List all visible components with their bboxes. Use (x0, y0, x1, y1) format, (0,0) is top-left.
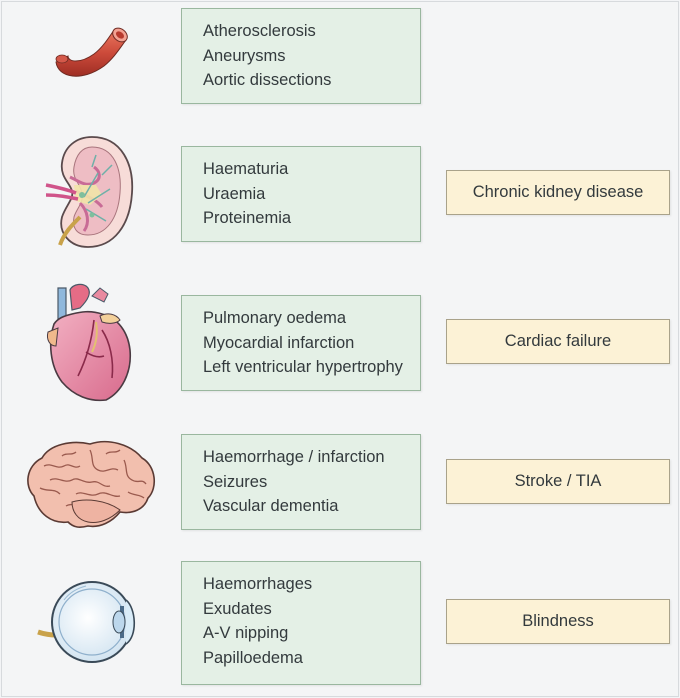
effect-item: Papilloedema (203, 648, 303, 667)
effect-item: Myocardial infarction (203, 333, 355, 352)
effects-box-artery: Atherosclerosis Aneurysms Aortic dissect… (181, 8, 421, 104)
outcome-box-eye: Blindness (446, 599, 670, 644)
effect-item: Haemorrhages (203, 575, 313, 593)
effect-item: Aneurysms (203, 46, 286, 65)
effect-item: Left ventricular hypertrophy (203, 358, 403, 376)
effect-item: Haemorrhage / infarction (203, 448, 385, 466)
effect-item: Exudates (203, 599, 272, 618)
kidney-icon (45, 136, 134, 248)
brain-icon (27, 440, 155, 528)
heart-icon (47, 283, 131, 402)
effect-item: Atherosclerosis (203, 22, 316, 40)
effect-item: Proteinemia (203, 209, 292, 227)
outcome-box-brain: Stroke / TIA (446, 459, 670, 504)
effects-box-eye: Haemorrhages Exudates A-V nipping Papill… (181, 561, 421, 685)
effect-item: Uraemia (203, 184, 266, 203)
effect-item: Vascular dementia (203, 497, 339, 515)
effect-item: Aortic dissections (203, 71, 332, 89)
effects-box-heart: Pulmonary oedema Myocardial infarction L… (181, 295, 421, 391)
eye-icon (37, 581, 136, 663)
artery-icon (55, 27, 128, 77)
effect-item: Haematuria (203, 160, 289, 178)
effects-box-kidney: Haematuria Uraemia Proteinemia (181, 146, 421, 242)
effect-item: Pulmonary oedema (203, 309, 347, 327)
effects-box-brain: Haemorrhage / infarction Seizures Vascul… (181, 434, 421, 530)
effect-item: A-V nipping (203, 624, 289, 642)
outcome-box-kidney: Chronic kidney disease (446, 170, 670, 215)
effect-item: Seizures (203, 472, 268, 491)
outcome-box-heart: Cardiac failure (446, 319, 670, 364)
